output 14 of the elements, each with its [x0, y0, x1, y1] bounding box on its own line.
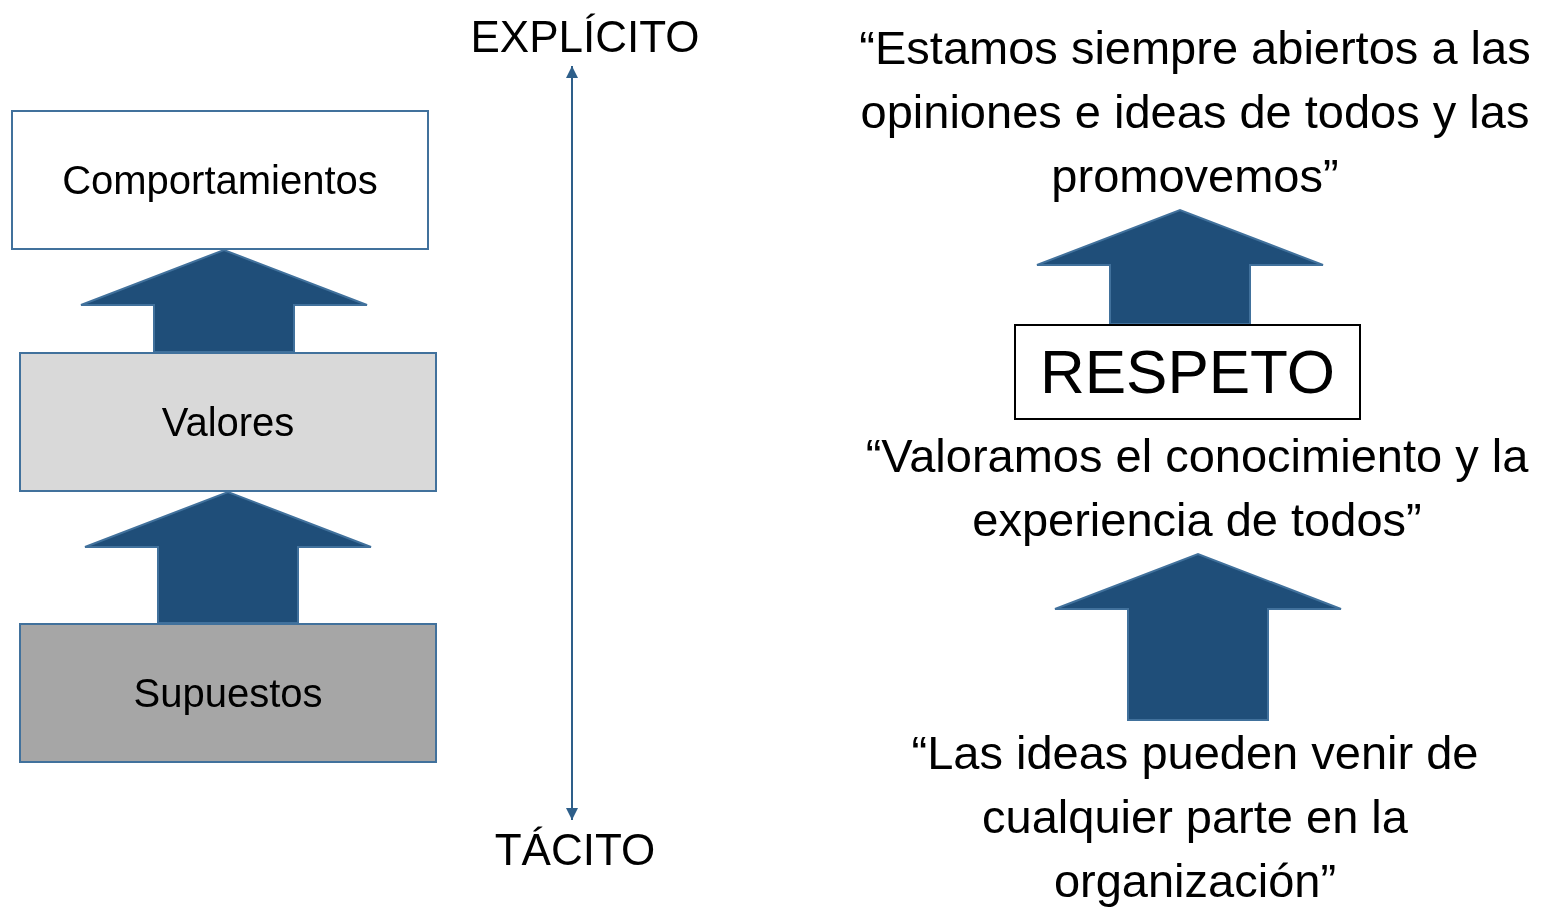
block-arrow: [1054, 552, 1342, 721]
process-box: Comportamientos: [11, 110, 429, 250]
process-box: Supuestos: [19, 623, 437, 763]
double-arrow: [566, 65, 578, 821]
text-label: “Estamos siempre abiertos a las opiniones e ideas de todos y las promovemos”: [826, 14, 1564, 210]
process-box: Valores: [19, 352, 437, 492]
block-arrow: [84, 490, 372, 624]
text-label: “Las ideas pueden venir de cualquier parte en la organización”: [840, 720, 1550, 913]
text-label: “Valoramos el conocimiento y la experiencia de todos”: [830, 422, 1564, 554]
block-arrow: [80, 248, 368, 353]
text-label: EXPLÍCITO: [440, 8, 730, 66]
block-arrow: [1036, 208, 1324, 325]
process-box: RESPETO: [1014, 324, 1361, 420]
text-label: TÁCITO: [460, 820, 690, 880]
